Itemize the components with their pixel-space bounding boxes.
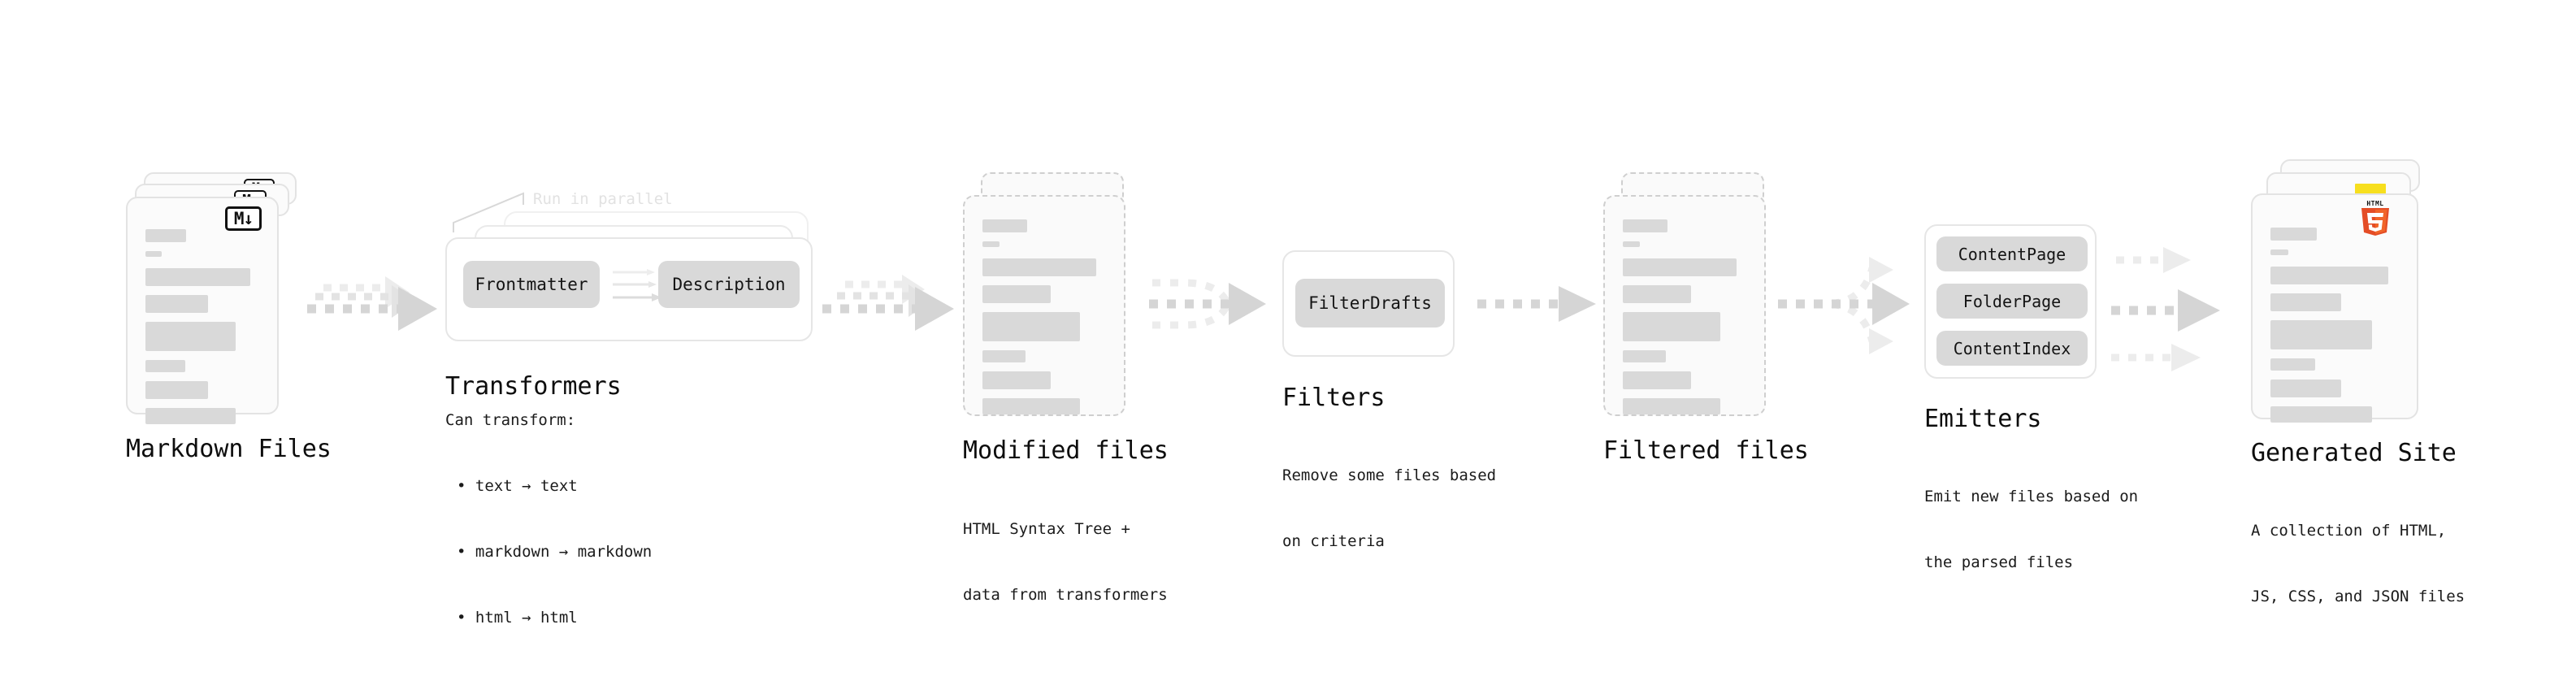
emitter-chip-folderpage[interactable]: FolderPage bbox=[1936, 284, 2088, 319]
skeleton-line bbox=[2270, 293, 2341, 311]
skeleton-line bbox=[145, 408, 236, 424]
subtitle-line: HTML Syntax Tree + bbox=[963, 520, 1130, 538]
transformer-chip-frontmatter[interactable]: Frontmatter bbox=[463, 261, 600, 308]
transformer-chip-description[interactable]: Description bbox=[658, 261, 800, 308]
skeleton-line bbox=[982, 312, 1081, 341]
run-in-parallel-bracket bbox=[452, 192, 549, 236]
skeleton-line bbox=[2270, 249, 2289, 255]
modified-files-title: Modified files bbox=[963, 436, 1169, 465]
modified-files-stage: Modified files HTML Syntax Tree + data f… bbox=[963, 172, 1169, 604]
filtered-files-title: Filtered files bbox=[1603, 436, 1809, 465]
transform-list-item: • text → text bbox=[457, 477, 578, 495]
arrow-transformers-to-modified bbox=[822, 275, 969, 356]
transformers-subtitle-heading: Can transform: bbox=[445, 411, 576, 429]
arrow-emitters-to-site bbox=[2111, 232, 2266, 379]
generated-site-card-stack: CSS HTML bbox=[2251, 159, 2438, 423]
arrow-filtered-to-emitters bbox=[1778, 244, 1932, 382]
skeleton-line bbox=[145, 360, 185, 372]
skeleton-line bbox=[2270, 228, 2317, 241]
modified-card-skeleton bbox=[965, 197, 1124, 414]
generated-site-stage: CSS HTML bbox=[2251, 159, 2465, 605]
skeleton-line bbox=[145, 268, 250, 286]
filtered-files-stage: Filtered files bbox=[1603, 172, 1809, 465]
arrow-markdown-to-transformers bbox=[307, 275, 453, 356]
subtitle-line: on criteria bbox=[1282, 532, 1385, 550]
subtitle-line: JS, CSS, and JSON files bbox=[2251, 588, 2465, 605]
filtered-card-front bbox=[1603, 195, 1766, 416]
transformers-transform-list: • text → text • markdown → markdown • ht… bbox=[457, 432, 652, 673]
skeleton-line bbox=[982, 258, 1096, 276]
subtitle-line: the parsed files bbox=[1924, 553, 2074, 571]
skeleton-line bbox=[2270, 358, 2316, 371]
subtitle-line: data from transformers bbox=[963, 586, 1168, 604]
skeleton-line bbox=[982, 219, 1027, 232]
skeleton-line bbox=[982, 241, 1000, 247]
subtitle-line: Emit new files based on bbox=[1924, 488, 2139, 505]
skeleton-line bbox=[145, 251, 162, 257]
arrow-modified-to-filters bbox=[1136, 268, 1282, 358]
skeleton-line bbox=[145, 322, 236, 351]
skeleton-line bbox=[1623, 398, 1721, 414]
modified-card-stack bbox=[963, 172, 1134, 416]
skeleton-line bbox=[1623, 371, 1691, 389]
skeleton-line bbox=[982, 398, 1081, 414]
skeleton-line bbox=[1623, 241, 1641, 247]
emitters-title: Emitters bbox=[1924, 405, 2042, 433]
generated-site-subtitle: A collection of HTML, JS, CSS, and JSON … bbox=[2251, 476, 2465, 652]
filters-panel: FilterDrafts bbox=[1282, 250, 1455, 357]
skeleton-line bbox=[2270, 406, 2372, 423]
subtitle-line: Remove some files based bbox=[1282, 466, 1497, 484]
emitter-chip-contentpage[interactable]: ContentPage bbox=[1936, 236, 2088, 271]
arrow-filters-to-filtered bbox=[1477, 286, 1607, 335]
skeleton-line bbox=[1623, 219, 1667, 232]
skeleton-line bbox=[145, 381, 208, 399]
transformer-inner-arrows bbox=[613, 268, 670, 305]
skeleton-line bbox=[982, 350, 1026, 362]
filters-subtitle: Remove some files based on criteria bbox=[1282, 421, 1496, 596]
svg-text:HTML: HTML bbox=[2366, 200, 2383, 207]
emitters-panel: ContentPage FolderPage ContentIndex bbox=[1924, 224, 2097, 379]
skeleton-line bbox=[1623, 258, 1737, 276]
modified-files-subtitle: HTML Syntax Tree + data from transformer… bbox=[963, 475, 1168, 650]
skeleton-line bbox=[982, 371, 1051, 389]
skeleton-line bbox=[2270, 320, 2372, 349]
transformers-title: Transformers bbox=[445, 372, 622, 401]
skeleton-line bbox=[1623, 350, 1667, 362]
skeleton-line bbox=[2270, 267, 2389, 284]
skeleton-line bbox=[2270, 380, 2341, 397]
generated-card-skeleton bbox=[2253, 195, 2417, 423]
filters-title: Filters bbox=[1282, 384, 1386, 412]
markdown-files-stage: M↓ M↓ M↓ Markdown Files bbox=[126, 172, 332, 463]
filtered-card-stack bbox=[1603, 172, 1774, 416]
modified-card-front bbox=[963, 195, 1125, 416]
emitters-subtitle: Emit new files based on the parsed files bbox=[1924, 442, 2138, 618]
transform-list-item: • html → html bbox=[457, 609, 578, 627]
skeleton-line bbox=[1623, 285, 1691, 303]
filtered-card-skeleton bbox=[1605, 197, 1764, 414]
run-in-parallel-label: Run in parallel bbox=[533, 190, 673, 208]
markdown-card-skeleton bbox=[128, 198, 277, 424]
markdown-card-stack: M↓ M↓ M↓ bbox=[126, 172, 297, 424]
skeleton-line bbox=[145, 295, 208, 313]
markdown-badge: M↓ bbox=[225, 206, 262, 231]
html5-badge: HTML bbox=[2358, 198, 2392, 237]
markdown-card-front bbox=[126, 197, 279, 424]
generated-card-html bbox=[2251, 193, 2418, 423]
subtitle-line: A collection of HTML, bbox=[2251, 522, 2447, 540]
markdown-badge-glyph: M↓ bbox=[233, 208, 254, 228]
markdown-files-title: Markdown Files bbox=[126, 435, 332, 463]
emitter-chip-contentindex[interactable]: ContentIndex bbox=[1936, 331, 2088, 366]
skeleton-line bbox=[145, 229, 187, 242]
generated-site-title: Generated Site bbox=[2251, 439, 2457, 467]
filter-chip-filterdrafts[interactable]: FilterDrafts bbox=[1295, 279, 1445, 327]
skeleton-line bbox=[1623, 312, 1721, 341]
transform-list-item: • markdown → markdown bbox=[457, 543, 653, 561]
skeleton-line bbox=[982, 285, 1051, 303]
